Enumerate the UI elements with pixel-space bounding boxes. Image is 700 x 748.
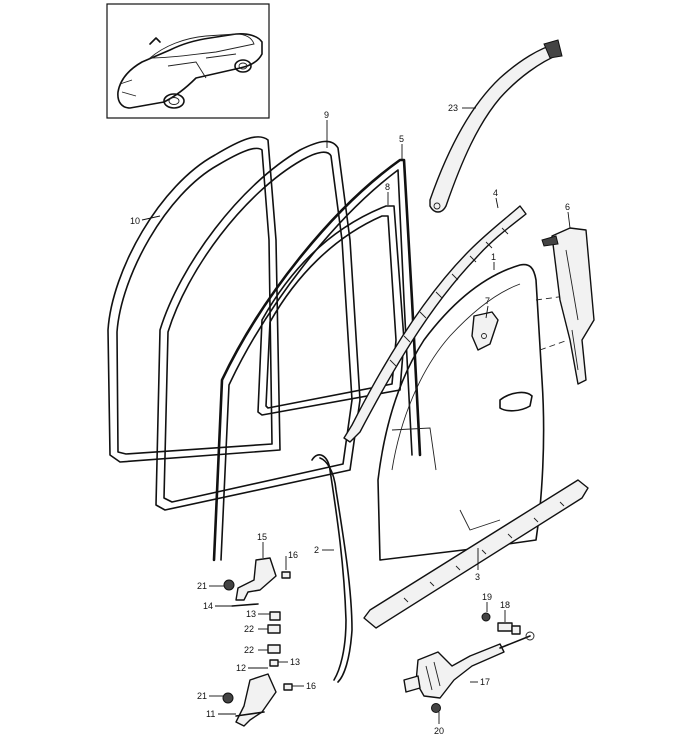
callout-2: 2: [314, 545, 319, 555]
callout-22-lower: 22: [244, 645, 254, 655]
part-4-trim-strip: [343, 205, 527, 443]
callout-17: 17: [480, 677, 490, 687]
callout-19: 19: [482, 592, 492, 602]
callout-23: 23: [448, 103, 458, 113]
callout-labels: 10 9 5 8 23 4 6 1 7 2 3 15 16 21 14 13 2…: [130, 103, 570, 736]
callout-9: 9: [324, 110, 329, 120]
callout-4: 4: [493, 188, 498, 198]
callout-11: 11: [206, 709, 215, 719]
part-3-sill-strip: [363, 479, 589, 629]
part-7-bracket: [471, 311, 499, 351]
callout-13-upper: 13: [246, 609, 256, 619]
part-9-frame-seal: [155, 140, 361, 511]
callout-16-lower: 16: [306, 681, 316, 691]
callout-1: 1: [491, 252, 496, 262]
callout-13-lower: 13: [290, 657, 300, 667]
callout-3: 3: [475, 572, 480, 582]
callout-21-lower: 21: [197, 691, 207, 701]
callout-12: 12: [236, 663, 246, 673]
fasteners-18-19-20: [431, 612, 521, 713]
part-23-pillar-trim: [429, 39, 563, 213]
lower-hinge-assembly: [222, 644, 293, 727]
callout-15: 15: [257, 532, 267, 542]
callout-14: 14: [203, 601, 213, 611]
part-2-seal-strip: [311, 454, 353, 683]
upper-hinge-assembly: [223, 557, 291, 634]
part-10-door-seal: [107, 136, 281, 463]
part-5-window-channel: [212, 158, 422, 562]
part-8-inner-frame: [257, 205, 405, 416]
car-thumbnail: [106, 3, 270, 119]
callout-22-upper: 22: [244, 624, 254, 634]
callout-16-upper: 16: [288, 550, 298, 560]
part-6-bpillar-trim: [541, 227, 595, 385]
callout-6: 6: [565, 202, 570, 212]
callout-8: 8: [385, 182, 390, 192]
leader-lines: [141, 107, 571, 724]
callout-7: 7: [485, 296, 490, 306]
part-1-door-shell: [377, 263, 569, 561]
part-17-door-check: [403, 631, 535, 699]
callout-5: 5: [399, 134, 404, 144]
callout-18: 18: [500, 600, 510, 610]
callout-21-upper: 21: [197, 581, 207, 591]
callout-10: 10: [130, 216, 140, 226]
callout-20: 20: [434, 726, 444, 736]
